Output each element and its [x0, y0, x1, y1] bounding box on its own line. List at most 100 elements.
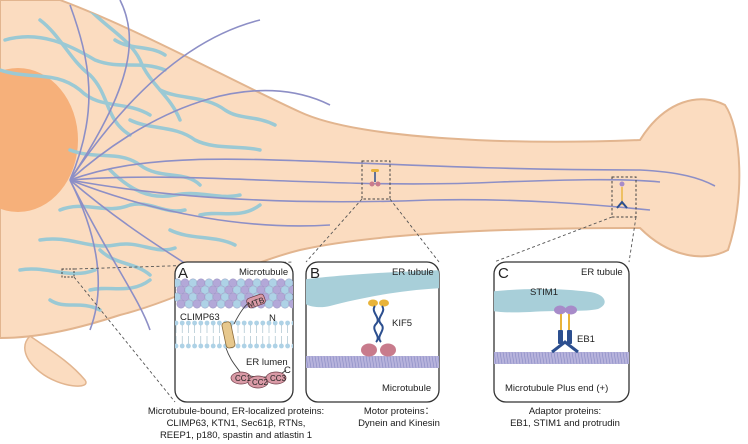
panel-b-caption-2: Dynein and Kinesin	[358, 418, 440, 429]
kif5-label: KIF5	[392, 318, 412, 329]
lipid-head	[235, 343, 241, 349]
microtubule-stripe	[547, 351, 551, 365]
er-tubule-c	[494, 289, 605, 313]
climp63-label: CLIMP63	[180, 312, 220, 323]
tubulin-bead	[292, 278, 293, 288]
microtubule-stripe	[520, 351, 524, 365]
microtubule-stripe	[616, 351, 620, 365]
microtubule-lines	[69, 0, 716, 331]
microtubule-stripe	[488, 352, 490, 364]
zoom-box-a	[61, 268, 75, 278]
microtubule-c	[488, 351, 634, 365]
microtubule-stripe	[371, 355, 375, 369]
microtubule-stripe	[320, 355, 324, 369]
microtubule-stripe	[323, 355, 327, 369]
microtubule-stripe	[538, 351, 542, 365]
microtubule-stripe	[419, 355, 423, 369]
microtubule-stripe	[422, 355, 426, 369]
lipid-head	[248, 343, 253, 349]
tubulin-bead	[176, 299, 186, 309]
tubulin-bead	[297, 300, 305, 308]
microtubule-stripe	[580, 351, 584, 365]
microtubule-stripe	[523, 351, 527, 365]
c-terminus-label: C	[284, 365, 291, 376]
tubulin-bead	[184, 299, 194, 309]
microtubule-stripe	[398, 355, 402, 369]
microtubule-stripe	[306, 355, 309, 369]
panel-b-er-tubule-label: ER tubule	[392, 267, 434, 278]
microtubule-stripe	[392, 355, 396, 369]
zoom-box-c	[611, 176, 637, 218]
lipid-head	[279, 343, 284, 349]
lipid-head	[175, 343, 179, 349]
microtubule-stripe	[410, 355, 414, 369]
lipid-head	[285, 343, 290, 349]
er-tubule-b	[306, 270, 439, 308]
microtubule-stripe	[499, 351, 503, 365]
lipid-head	[179, 343, 185, 349]
cc1-label: CC1	[235, 374, 252, 383]
lipid-head	[198, 343, 204, 349]
microtubule-stripe	[401, 355, 405, 369]
microtubule-stripe	[598, 351, 602, 365]
er-lumen-label: ER lumen	[246, 357, 288, 368]
lipid-head	[192, 343, 198, 349]
microtubule-stripe	[502, 351, 506, 365]
tubulin-bead	[284, 278, 293, 288]
panel-b: B ER tubule KIF5 Microtubule Motor prote…	[303, 261, 446, 429]
microtubule-stripe	[535, 351, 539, 365]
microtubule-stripe	[632, 352, 634, 364]
lipid-head	[186, 343, 191, 349]
kif5-motor	[361, 299, 396, 357]
neuron-cell	[0, 0, 741, 387]
microtubule-stripe	[434, 355, 438, 369]
panel-b-letter: B	[310, 265, 320, 282]
zoom-box-b	[361, 160, 391, 200]
microtubule-stripe	[326, 355, 330, 369]
microtubule-stripe	[359, 355, 363, 369]
microtubule-b	[303, 355, 446, 369]
mtb-domain	[246, 293, 266, 309]
lipid-head	[198, 320, 204, 326]
lipid-head	[241, 320, 247, 326]
lipid-head	[204, 343, 210, 349]
microtubule-stripe	[559, 351, 563, 365]
stim1-eb1-complex	[551, 305, 579, 354]
microtubule-stripe	[386, 355, 390, 369]
tubulin-bead	[280, 299, 290, 309]
microtubule-stripe	[431, 355, 435, 369]
er-membrane-bilayer	[175, 320, 293, 349]
tubulin-bead	[224, 299, 234, 309]
panel-a-microtubule-label: Microtubule	[239, 267, 288, 278]
cc3-domain	[265, 371, 287, 385]
microtubule-stripe	[444, 356, 446, 368]
dendrite-tail	[24, 335, 87, 387]
microtubule-stripe	[416, 355, 420, 369]
panel-a-caption-3: REEP1, p180, spastin and atlastin 1	[160, 430, 312, 441]
microtubule-stripe	[568, 351, 572, 365]
panel-a-letter: A	[178, 265, 188, 282]
lipid-head	[186, 320, 191, 326]
panel-c-letter: C	[498, 265, 509, 282]
microtubule-stripe	[329, 355, 333, 369]
panel-a-caption-2: CLIMP63, KTN1, Sec61β, RTNs,	[167, 418, 306, 429]
microtubule-stripe	[303, 356, 305, 368]
lipid-head	[241, 343, 247, 349]
cc2-label: CC2	[252, 378, 269, 387]
microtubule-stripe	[571, 351, 575, 365]
tubulin-bead	[284, 292, 293, 302]
microtubule-stripe	[395, 355, 399, 369]
tubulin-bead	[192, 299, 202, 309]
microtubule-stripe	[491, 352, 493, 364]
tubulin-bead	[264, 299, 274, 309]
lipid-head	[291, 320, 293, 326]
lipid-head	[260, 343, 266, 349]
microtubule-stripe	[341, 355, 345, 369]
microtubule-stripe	[505, 351, 509, 365]
lipid-head	[217, 343, 222, 349]
microtubule-stripe	[428, 355, 432, 369]
microtubule-stripe	[368, 355, 372, 369]
lipid-head	[254, 320, 259, 326]
lipid-head	[175, 320, 179, 326]
microtubule-stripe	[353, 355, 357, 369]
